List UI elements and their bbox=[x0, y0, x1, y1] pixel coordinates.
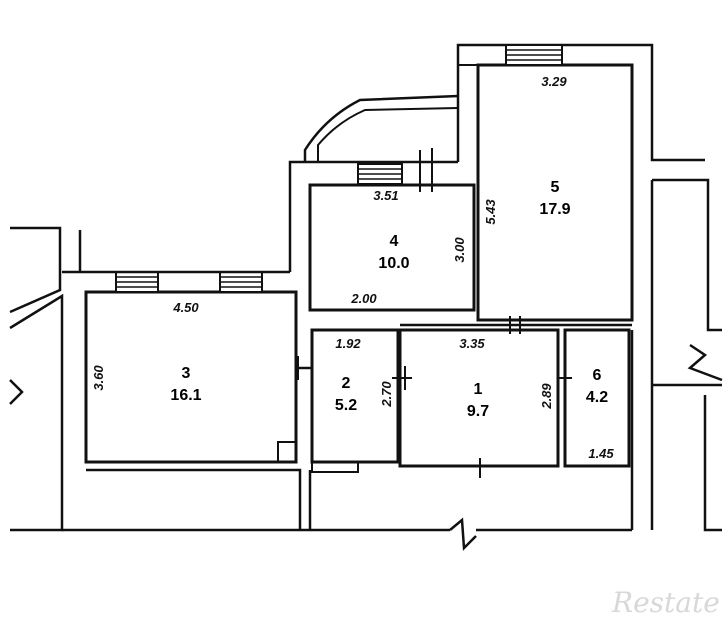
room-1-area: 9.7 bbox=[467, 403, 489, 420]
room-1 bbox=[392, 316, 632, 478]
room-2-number: 2 bbox=[342, 375, 351, 392]
dim-room4-width: 3.51 bbox=[373, 188, 398, 203]
room-5-number: 5 bbox=[551, 179, 560, 196]
room-6-area: 4.2 bbox=[586, 389, 608, 406]
room-5-area: 17.9 bbox=[539, 201, 570, 218]
room-3-number: 3 bbox=[182, 365, 191, 382]
room-3 bbox=[80, 270, 298, 464]
right-exterior-walls bbox=[650, 178, 723, 532]
dim-room2-length: 2.70 bbox=[379, 381, 394, 408]
dim-room1-length: 2.89 bbox=[539, 383, 554, 410]
dim-room2-width: 1.92 bbox=[335, 336, 361, 351]
dim-room4-bottom: 2.00 bbox=[350, 291, 377, 306]
dim-room6-width: 1.45 bbox=[588, 446, 614, 461]
dim-room4-length: 3.00 bbox=[452, 237, 467, 263]
room-2 bbox=[297, 328, 400, 473]
room-1-number: 1 bbox=[474, 381, 483, 398]
dim-room3-width: 4.50 bbox=[172, 300, 199, 315]
room-6 bbox=[558, 328, 631, 468]
room-6-number: 6 bbox=[593, 367, 602, 384]
dim-room3-length: 3.60 bbox=[91, 365, 106, 391]
dim-room1-width: 3.35 bbox=[459, 336, 485, 351]
room-2-area: 5.2 bbox=[335, 397, 357, 414]
dim-room5-length: 5.43 bbox=[483, 199, 498, 225]
room-4 bbox=[288, 94, 476, 312]
room-5 bbox=[456, 43, 705, 322]
watermark: Restate bbox=[611, 586, 720, 619]
left-exterior-walls bbox=[9, 226, 82, 532]
lower-walls bbox=[62, 330, 634, 551]
room-3-area: 16.1 bbox=[170, 387, 201, 404]
room-4-area: 10.0 bbox=[378, 255, 409, 272]
dim-room5-width: 3.29 bbox=[541, 74, 567, 89]
room-4-number: 4 bbox=[390, 233, 399, 250]
